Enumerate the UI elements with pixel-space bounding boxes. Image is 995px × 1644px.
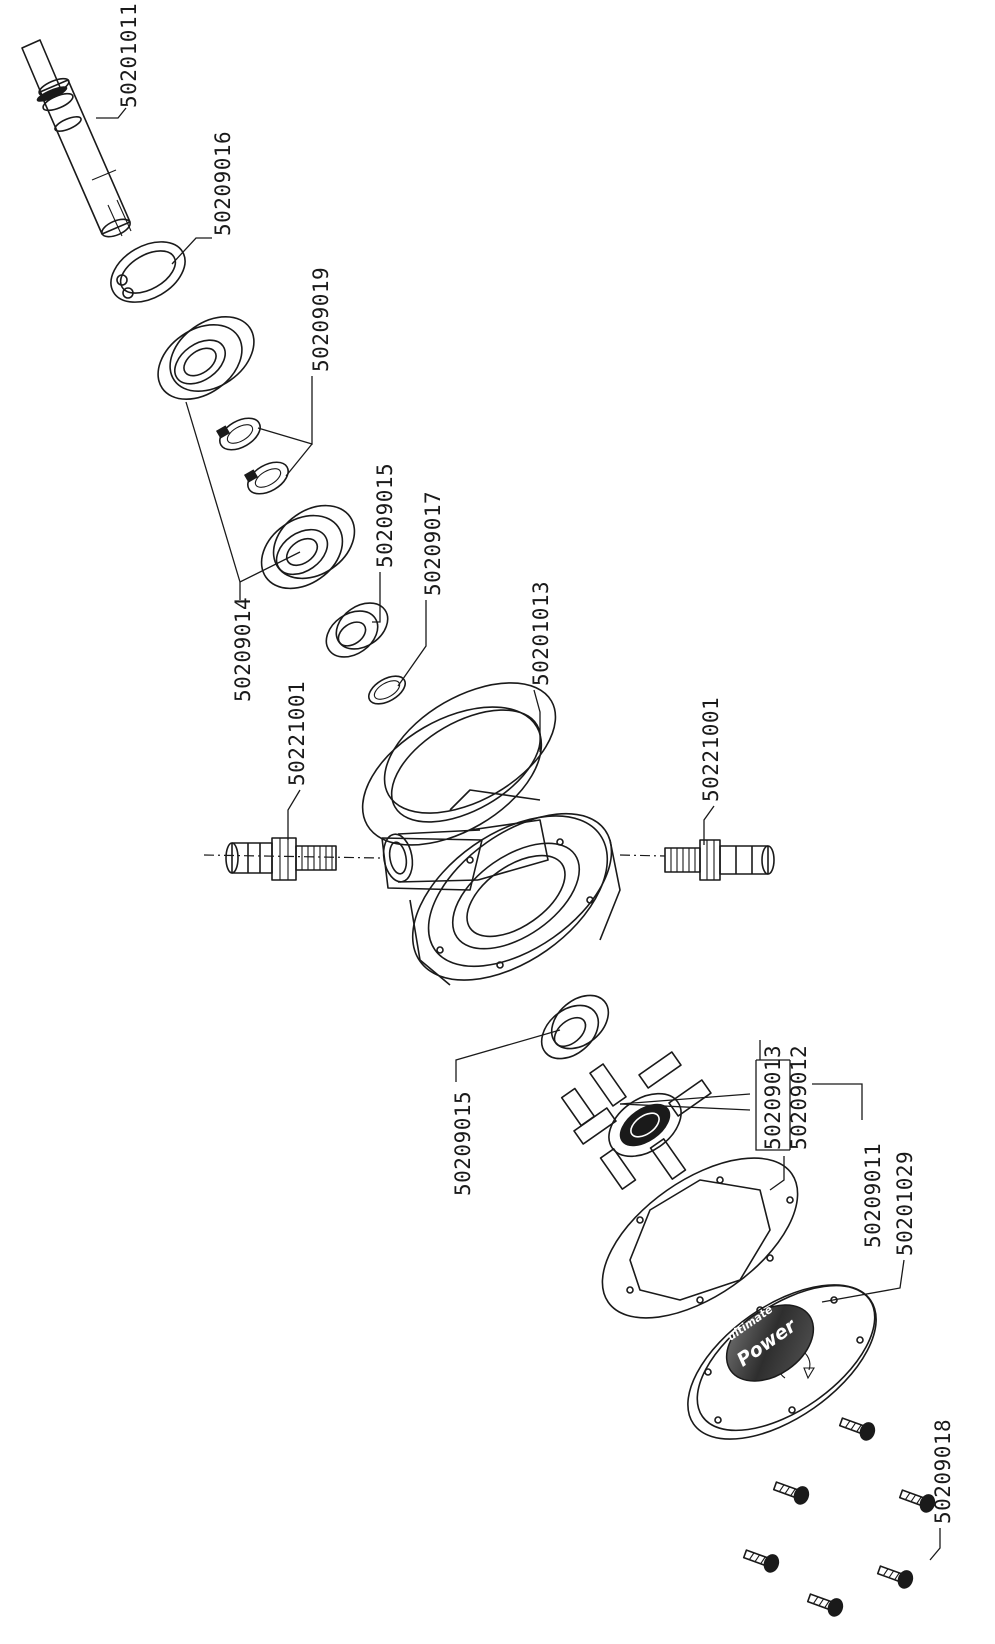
label-seal-lower: 50209015: [451, 1091, 475, 1196]
bearing-bottom-part: [260, 504, 356, 590]
screw: [742, 1549, 780, 1573]
label-shaft: 50201011: [117, 3, 141, 108]
label-screws: 50209018: [931, 1419, 955, 1524]
leader-lines: [96, 107, 941, 1561]
screw: [772, 1481, 810, 1505]
screws-part: [742, 1417, 936, 1617]
screw: [898, 1489, 936, 1513]
seal-lower-part: [540, 994, 610, 1060]
oring-part: [368, 675, 406, 705]
label-cover: 50201029: [893, 1151, 917, 1256]
label-oring: 50209017: [421, 491, 445, 596]
hose-barb-bottom-part: [664, 839, 775, 881]
label-impeller-b: 50209012: [787, 1045, 811, 1150]
label-housing: 50201013: [529, 581, 553, 686]
screw: [838, 1417, 876, 1441]
pump-housing-part: [361, 682, 666, 986]
label-gasket: 50209011: [861, 1143, 885, 1248]
bearing-top-part: [157, 316, 255, 400]
label-bearings: 50209014: [231, 597, 255, 702]
label-impeller-a: 50209013: [761, 1045, 785, 1150]
clips-part: [215, 417, 289, 495]
hose-barb-top-part: [203, 837, 381, 881]
impeller-part: [560, 1051, 712, 1190]
label-clips: 50209019: [309, 267, 333, 372]
label-seal-upper: 50209015: [373, 463, 397, 568]
label-hose-bottom: 50221001: [699, 697, 723, 802]
brand-logo: Power ultimate: [725, 1303, 815, 1382]
gasket-part: [601, 1157, 799, 1319]
screw: [876, 1565, 914, 1589]
shaft-part: [21, 39, 132, 238]
label-hose-top: 50221001: [285, 681, 309, 786]
screw: [806, 1593, 844, 1617]
circlip-part: [110, 241, 186, 303]
part-labels: 50201011 50209016 50209019 50209014 5020…: [117, 3, 955, 1524]
seal-upper-part: [325, 602, 389, 658]
label-circlip: 50209016: [211, 131, 235, 236]
